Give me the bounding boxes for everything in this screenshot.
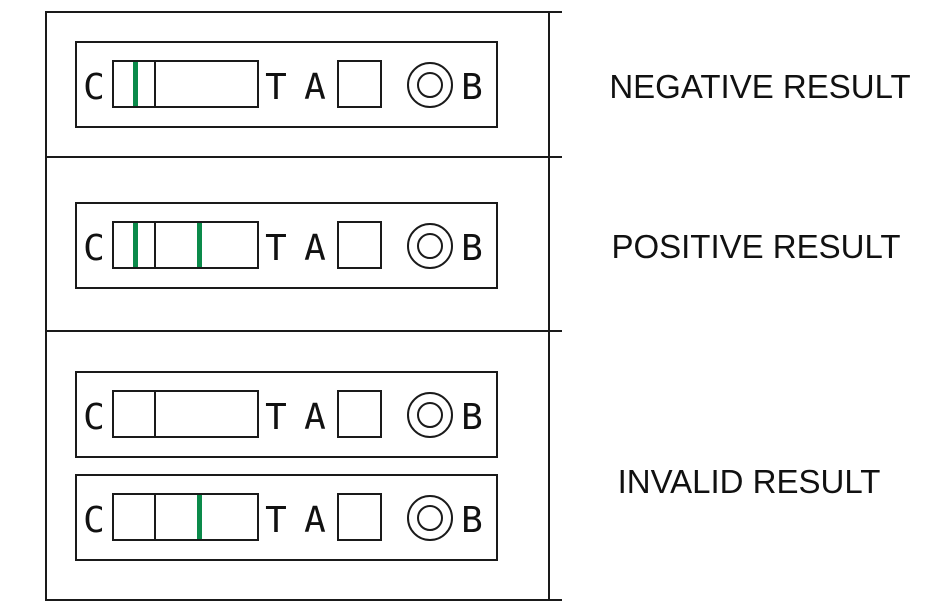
panel-frame — [45, 11, 562, 601]
a-label: A — [304, 228, 326, 269]
sample-well-outer — [407, 392, 453, 438]
a-label: A — [304, 397, 326, 438]
control-band-line — [133, 62, 138, 106]
cassette-body — [75, 474, 498, 561]
control-label: C — [83, 397, 105, 438]
result-label-invalid: INVALID RESULT — [618, 463, 881, 500]
result-label-negative: NEGATIVE RESULT — [609, 68, 910, 105]
a-label: A — [304, 67, 326, 108]
test-band-line — [197, 495, 202, 539]
control-label: C — [83, 228, 105, 269]
result-label-positive: POSITIVE RESULT — [611, 228, 900, 265]
b-label: B — [461, 500, 483, 541]
sample-well-outer — [407, 495, 453, 541]
sample-well-inner — [417, 505, 443, 531]
cassette-body — [75, 371, 498, 458]
cassette-body — [75, 202, 498, 289]
a-well — [337, 493, 382, 541]
b-label: B — [461, 228, 483, 269]
control-label: C — [83, 67, 105, 108]
result-window — [112, 221, 259, 269]
sample-well-outer — [407, 223, 453, 269]
b-label: B — [461, 67, 483, 108]
test-label: T — [265, 397, 287, 438]
sample-well-inner — [417, 233, 443, 259]
sample-well-outer — [407, 62, 453, 108]
a-well — [337, 221, 382, 269]
test-label: T — [265, 67, 287, 108]
a-label: A — [304, 500, 326, 541]
control-band-line — [133, 223, 138, 267]
sample-well-inner — [417, 402, 443, 428]
a-well — [337, 390, 382, 438]
test-label: T — [265, 228, 287, 269]
result-window — [112, 390, 259, 438]
test-label: T — [265, 500, 287, 541]
test-band-line — [197, 223, 202, 267]
a-well — [337, 60, 382, 108]
result-window — [112, 60, 259, 108]
sample-well-inner — [417, 72, 443, 98]
b-label: B — [461, 397, 483, 438]
control-label: C — [83, 500, 105, 541]
result-window — [112, 493, 259, 541]
cassette-body — [75, 41, 498, 128]
